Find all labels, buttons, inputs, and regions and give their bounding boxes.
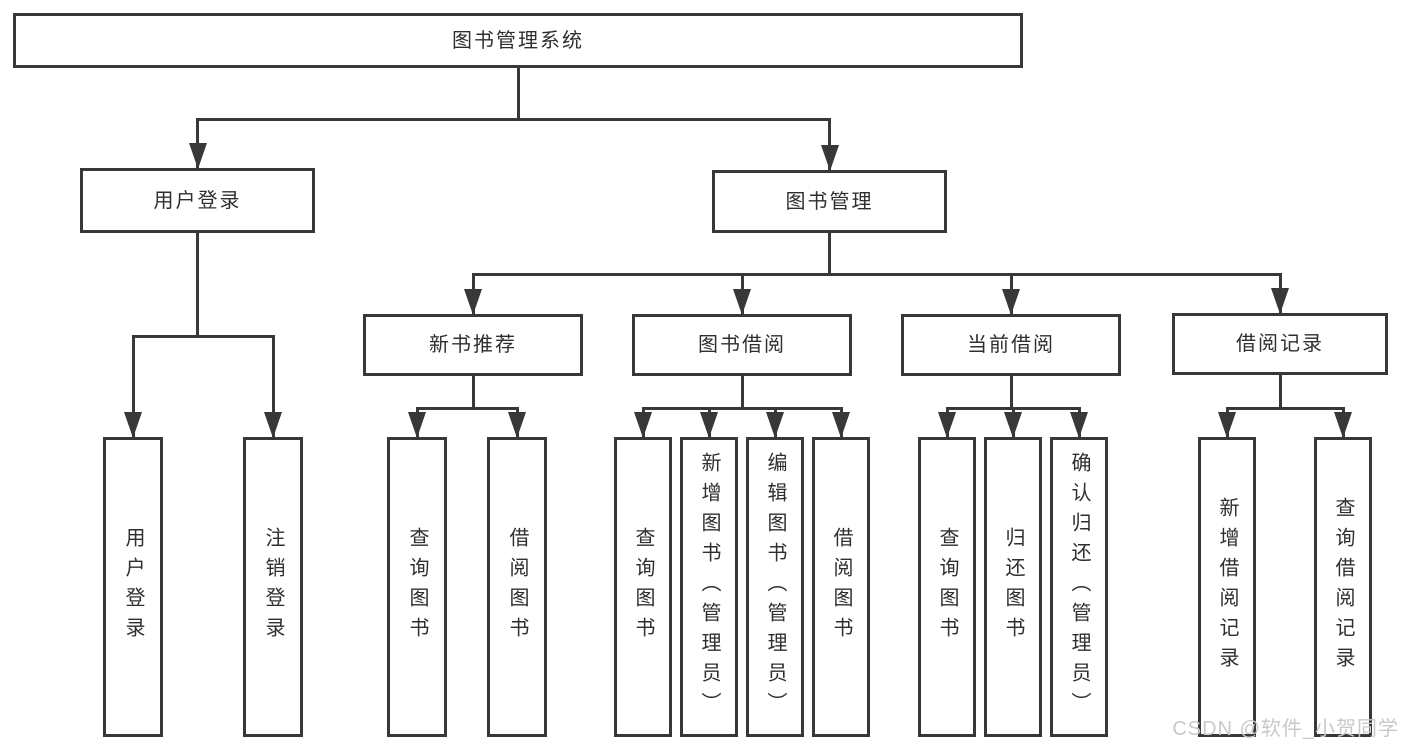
node-root: 图书管理系统 (13, 13, 1023, 68)
arrow-down-icon (188, 143, 207, 169)
arrow-down-icon (1271, 288, 1289, 314)
arrow-down-icon (1004, 412, 1022, 438)
node-label-leaf-borrow-book-2: 借阅图书 (830, 527, 852, 647)
connector-bar (196, 118, 831, 121)
node-leaf-borrow-book-2: 借阅图书 (812, 437, 870, 737)
node-leaf-user-login: 用户登录 (103, 437, 163, 737)
arrow-down-icon (408, 412, 426, 438)
node-label-leaf-return-book: 归还图书 (1002, 527, 1024, 647)
node-leaf-add-book: 新增图书（管理员） (680, 437, 738, 737)
node-leaf-logout: 注销登录 (243, 437, 303, 737)
node-label-new-book-rec: 新书推荐 (429, 334, 517, 356)
node-label-leaf-query-book-3: 查询图书 (936, 527, 958, 647)
connector-stem (1009, 376, 1013, 410)
node-leaf-borrow-book-1: 借阅图书 (487, 437, 547, 737)
node-label-leaf-borrow-book-1: 借阅图书 (506, 527, 528, 647)
node-label-root: 图书管理系统 (452, 29, 584, 52)
arrow-down-icon (1218, 412, 1236, 438)
node-leaf-query-book-3: 查询图书 (918, 437, 976, 737)
node-book-mgmt: 图书管理 (712, 170, 947, 233)
node-label-leaf-confirm-return: 确认归还（管理员） (1068, 452, 1090, 722)
connector-bar (471, 273, 1282, 276)
node-label-leaf-logout: 注销登录 (262, 527, 284, 647)
node-label-leaf-edit-book: 编辑图书（管理员） (764, 452, 786, 722)
csdn-watermark: CSDN @软件_小贺同学 (1172, 718, 1399, 740)
node-user-login: 用户登录 (80, 168, 315, 233)
node-leaf-add-borrow-rec: 新增借阅记录 (1198, 437, 1256, 737)
connector-bar (641, 407, 843, 410)
connector-bar (415, 407, 519, 410)
node-book-borrow: 图书借阅 (632, 314, 852, 376)
arrow-down-icon (832, 412, 850, 438)
arrow-down-icon (1334, 412, 1352, 438)
node-leaf-return-book: 归还图书 (984, 437, 1042, 737)
node-leaf-edit-book: 编辑图书（管理员） (746, 437, 804, 737)
node-label-leaf-add-book: 新增图书（管理员） (698, 452, 720, 722)
arrow-down-icon (124, 412, 142, 438)
node-new-book-rec: 新书推荐 (363, 314, 583, 376)
arrow-down-icon (1002, 289, 1020, 315)
connector-bar (131, 335, 275, 338)
node-label-book-borrow: 图书借阅 (698, 334, 786, 356)
node-label-leaf-query-book-2: 查询图书 (632, 527, 654, 647)
node-label-leaf-query-borrow-rec: 查询借阅记录 (1332, 497, 1354, 677)
connector-bar (1225, 407, 1345, 410)
node-borrow-records: 借阅记录 (1172, 313, 1388, 375)
arrow-down-icon (264, 412, 282, 438)
arrow-down-icon (464, 289, 482, 315)
arrow-down-icon (733, 289, 751, 315)
node-label-leaf-add-borrow-rec: 新增借阅记录 (1216, 497, 1238, 677)
connector-stem (1278, 375, 1282, 410)
connector-drop (131, 335, 135, 437)
node-label-leaf-user-login: 用户登录 (122, 527, 144, 647)
node-label-current-borrow: 当前借阅 (967, 334, 1055, 356)
node-leaf-query-book-1: 查询图书 (387, 437, 447, 737)
node-label-borrow-records: 借阅记录 (1236, 333, 1324, 355)
connector-stem (471, 376, 475, 410)
connector-drop (828, 118, 831, 170)
arrow-down-icon (634, 412, 652, 438)
node-leaf-confirm-return: 确认归还（管理员） (1050, 437, 1108, 737)
node-label-leaf-query-book-1: 查询图书 (406, 527, 428, 647)
node-current-borrow: 当前借阅 (901, 314, 1121, 376)
connector-stem (740, 376, 744, 410)
node-leaf-query-book-2: 查询图书 (614, 437, 672, 737)
node-label-user-login: 用户登录 (153, 189, 242, 212)
node-leaf-query-borrow-rec: 查询借阅记录 (1314, 437, 1372, 737)
arrow-down-icon (938, 412, 956, 438)
connector-drop (271, 335, 275, 437)
arrow-down-icon (766, 412, 784, 438)
node-label-book-mgmt: 图书管理 (785, 190, 874, 213)
arrow-down-icon (1070, 412, 1088, 438)
arrow-down-icon (508, 412, 526, 438)
connector-stem (196, 233, 199, 338)
connector-stem (516, 68, 520, 121)
connector-stem (828, 233, 831, 276)
arrow-down-icon (820, 145, 839, 171)
arrow-down-icon (700, 412, 718, 438)
